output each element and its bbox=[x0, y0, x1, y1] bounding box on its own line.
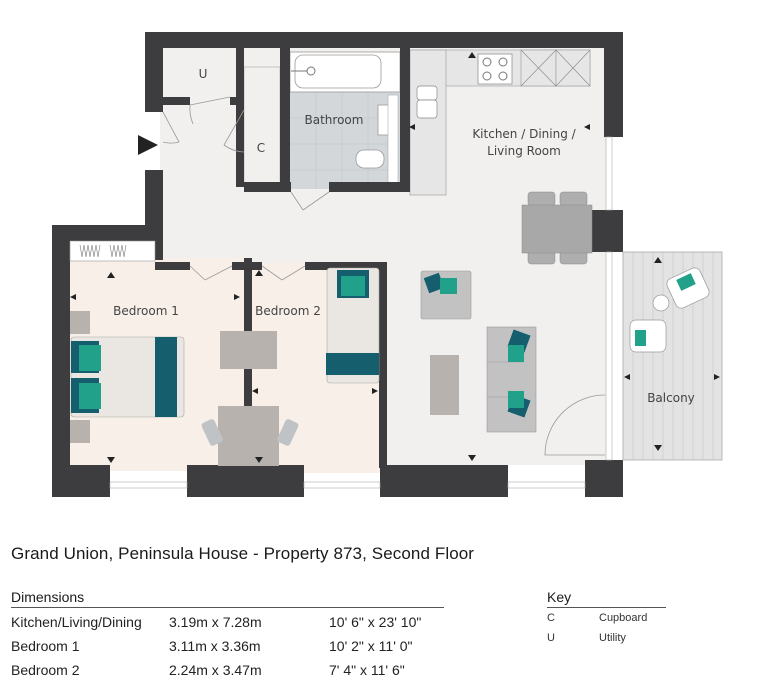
single-bed bbox=[326, 267, 380, 384]
room-name: Kitchen/Living/Dining bbox=[11, 614, 142, 630]
key-code: U bbox=[547, 632, 555, 644]
balcony-deck bbox=[622, 251, 723, 461]
desk-shared bbox=[220, 331, 277, 369]
cupboard-label: C bbox=[257, 141, 265, 155]
entrance-arrow-icon bbox=[138, 135, 158, 155]
coffee-table bbox=[430, 355, 459, 415]
bathtub bbox=[289, 51, 401, 93]
bedside-table-left bbox=[70, 311, 90, 334]
key-label: Utility bbox=[599, 632, 626, 644]
sofa bbox=[486, 326, 537, 433]
kitchen-label-line1: Kitchen / Dining / bbox=[472, 127, 576, 141]
desk-chair-2 bbox=[277, 419, 299, 446]
utility-room bbox=[163, 49, 242, 101]
room-imperial: 10' 2" x 11' 0" bbox=[329, 638, 413, 654]
key-heading: Key bbox=[547, 589, 572, 605]
kitchen-counters bbox=[409, 49, 591, 196]
kitchen-label-line2: Living Room bbox=[487, 144, 561, 158]
dining-table bbox=[521, 191, 593, 265]
key-label: Cupboard bbox=[599, 612, 648, 624]
key-divider bbox=[547, 607, 666, 608]
desk-chair-1 bbox=[201, 419, 223, 446]
room-imperial: 7' 4" x 11' 6" bbox=[329, 662, 405, 678]
dimensions-heading: Dimensions bbox=[11, 589, 85, 605]
desk bbox=[218, 406, 279, 466]
double-bed bbox=[70, 336, 185, 418]
doors bbox=[162, 96, 606, 456]
room-name: Bedroom 1 bbox=[11, 638, 80, 654]
bathroom-label: Bathroom bbox=[305, 113, 364, 127]
room-name: Bedroom 2 bbox=[11, 662, 80, 678]
balcony-label: Balcony bbox=[647, 391, 695, 405]
cupboard bbox=[243, 66, 281, 188]
key-code: C bbox=[547, 612, 555, 624]
bedside-table-right bbox=[70, 420, 90, 443]
windows bbox=[109, 136, 613, 489]
bedroom1-label: Bedroom 1 bbox=[113, 304, 179, 318]
room-metric: 2.24m x 3.47m bbox=[169, 662, 262, 678]
room-metric: 3.19m x 7.28m bbox=[169, 614, 262, 630]
dimension-marker-icon bbox=[70, 52, 720, 463]
property-title: Grand Union, Peninsula House - Property … bbox=[11, 544, 475, 563]
room-metric: 3.11m x 3.36m bbox=[169, 638, 261, 654]
bedroom2-label: Bedroom 2 bbox=[255, 304, 321, 318]
armchair bbox=[420, 270, 472, 320]
floor-plan: U C Bathroom Kitchen / Dining / Living R… bbox=[52, 32, 723, 497]
room-imperial: 10' 6" x 23' 10" bbox=[329, 614, 422, 630]
wardrobe bbox=[69, 240, 156, 262]
bathroom-tiles bbox=[290, 92, 388, 189]
utility-label: U bbox=[199, 67, 208, 81]
dimensions-divider bbox=[11, 607, 444, 608]
toilet bbox=[355, 149, 385, 169]
